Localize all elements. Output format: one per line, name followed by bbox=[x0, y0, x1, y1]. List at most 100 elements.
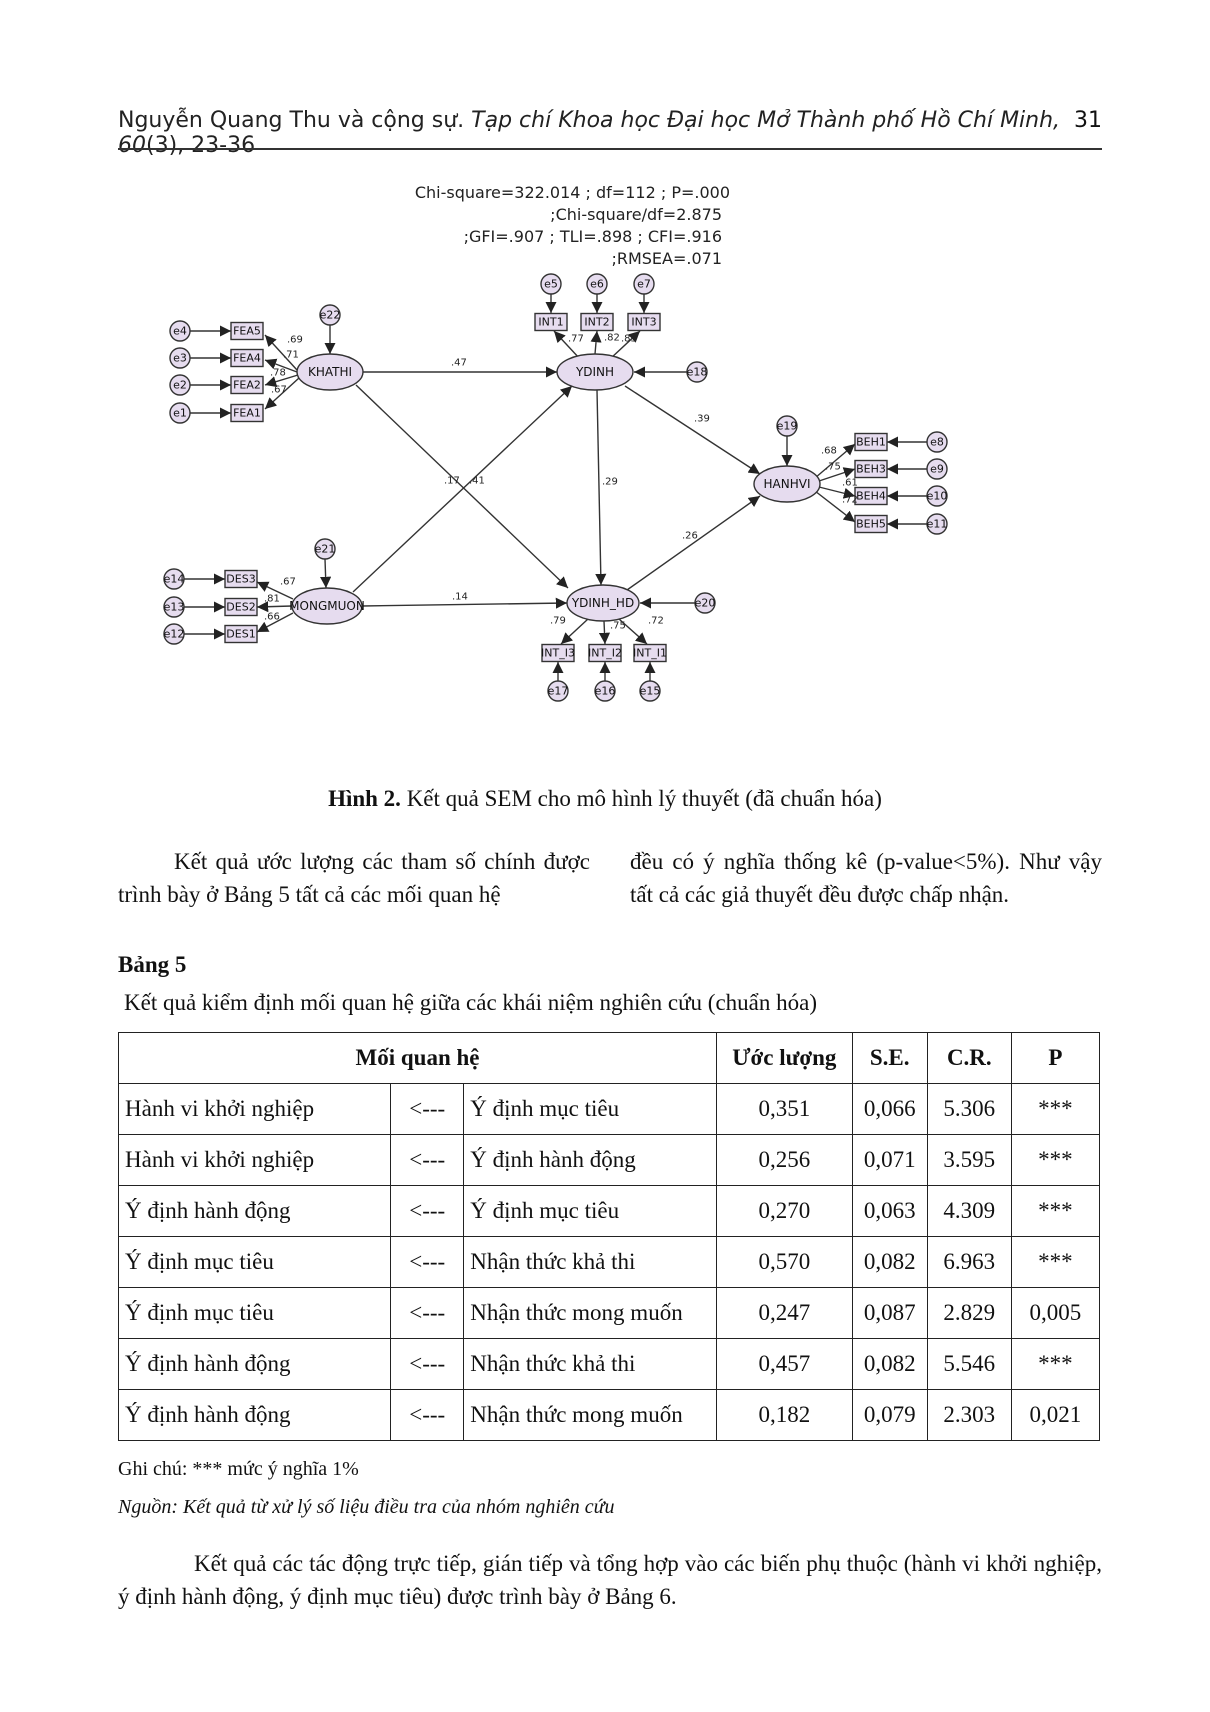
table-cell-cr: 2.303 bbox=[926, 1389, 1012, 1441]
table-cell-arrow: <--- bbox=[390, 1287, 465, 1339]
table-label: Bảng 5 bbox=[118, 952, 187, 977]
latent-label-hanhvi: HANHVI bbox=[764, 477, 811, 491]
coef-des3: .67 bbox=[280, 577, 296, 588]
table-cell-estimate: 0,351 bbox=[716, 1083, 853, 1135]
coef-khathi-ydinh: .47 bbox=[451, 358, 467, 369]
coef-fea1: .67 bbox=[271, 385, 287, 396]
indicator-label-fea2: FEA2 bbox=[233, 379, 261, 392]
header-journal: Tạp chí Khoa học Đại học Mở Thành phố Hồ… bbox=[118, 108, 1061, 158]
indicator-label-fea5: FEA5 bbox=[233, 325, 261, 338]
indicator-label-int1: INT1 bbox=[538, 316, 563, 329]
loading-int1 bbox=[553, 330, 581, 360]
header-authors: Nguyễn Quang Thu và cộng sự. bbox=[118, 108, 465, 133]
coef-int-i1: .72 bbox=[648, 616, 664, 627]
error-label-e5: e5 bbox=[544, 278, 558, 291]
fit-line-4: ;RMSEA=.071 bbox=[611, 249, 722, 268]
coef-mongmuon-ydinh: .41 bbox=[469, 476, 485, 487]
table-cell-dependent: Ý định mục tiêu bbox=[117, 1287, 392, 1339]
error-e17 bbox=[547, 680, 569, 702]
error-e7 bbox=[633, 273, 655, 295]
coef-ydinhhd-hanhvi: .26 bbox=[682, 531, 698, 542]
indicator-label-fea4: FEA4 bbox=[233, 352, 261, 365]
table-cell-dependent: Ý định mục tiêu bbox=[117, 1236, 392, 1288]
header-se: S.E. bbox=[851, 1032, 928, 1084]
table-cell-cr: 3.595 bbox=[926, 1134, 1012, 1186]
error-label-e20: e20 bbox=[695, 597, 716, 610]
table-title: Kết quả kiểm định mối quan hệ giữa các k… bbox=[124, 990, 817, 1015]
loading-beh4 bbox=[818, 486, 856, 499]
body-text-left: Kết quả ước lượng các tham số chính được… bbox=[118, 849, 590, 907]
error-e15 bbox=[639, 680, 661, 702]
header-estimate: Ước lượng bbox=[716, 1032, 853, 1084]
table-cell-estimate: 0,247 bbox=[716, 1287, 853, 1339]
coef-ydinh-hanhvi: .39 bbox=[694, 414, 710, 425]
results-table: Mối quan hệ Ước lượng S.E. C.R. P Hành v… bbox=[117, 1032, 1101, 1441]
error-label-e19: e19 bbox=[777, 420, 798, 433]
figure-label: Hình 2. bbox=[328, 786, 401, 811]
path-mongmuon-ydinhhd bbox=[361, 597, 568, 609]
indicator-beh1 bbox=[854, 432, 888, 452]
table-cell-se: 0,082 bbox=[851, 1338, 928, 1390]
table-cell-se: 0,079 bbox=[851, 1389, 928, 1441]
indicator-beh4 bbox=[854, 486, 888, 506]
indicator-int1 bbox=[534, 312, 568, 332]
error-e21-arrow bbox=[320, 558, 332, 589]
error-label-e4: e4 bbox=[173, 325, 187, 338]
latent-label-mongmuon: MONGMUON bbox=[289, 599, 365, 613]
latent-label-ydinh-hd: YDINH_HD bbox=[571, 596, 634, 610]
indicator-des3 bbox=[224, 569, 258, 589]
latent-label-khathi: KHATHI bbox=[308, 365, 352, 379]
loading-beh5 bbox=[814, 490, 856, 523]
indicator-des2 bbox=[224, 597, 258, 617]
table-cell-independent: Ý định mục tiêu bbox=[463, 1185, 718, 1237]
table-cell-estimate: 0,457 bbox=[716, 1338, 853, 1390]
indicator-label-beh5: BEH5 bbox=[856, 518, 886, 531]
error-e13 bbox=[163, 596, 185, 618]
indicator-label-int3: INT3 bbox=[631, 316, 656, 329]
latent-label-ydinh: YDINH bbox=[575, 365, 614, 379]
indicator-int-i1 bbox=[633, 643, 667, 663]
sem-diagram: Chi-square=322.014 ; df=112 ; P=.000 ;Ch… bbox=[163, 183, 948, 702]
error-label-e7: e7 bbox=[637, 278, 651, 291]
error-label-e16: e16 bbox=[595, 685, 616, 698]
table-cell-independent: Nhận thức mong muốn bbox=[463, 1287, 718, 1339]
path-ydinhhd-hanhvi bbox=[626, 495, 761, 591]
coef-int2: .82 bbox=[604, 333, 620, 344]
table-cell-independent: Nhận thức khả thi bbox=[463, 1338, 718, 1390]
coef-beh5: .72 bbox=[842, 495, 858, 506]
error-label-e21: e21 bbox=[315, 543, 336, 556]
error-e4 bbox=[169, 320, 191, 342]
fit-statistics: Chi-square=322.014 ; df=112 ; P=.000 ;Ch… bbox=[415, 183, 730, 268]
error-label-e22: e22 bbox=[320, 309, 341, 322]
coef-beh4: .61 bbox=[842, 478, 858, 489]
body-text-right: đều có ý nghĩa thống kê (p-value<5%). Nh… bbox=[630, 849, 1102, 907]
error-e11 bbox=[926, 513, 948, 535]
path-ydinh-hanhvi bbox=[624, 385, 761, 475]
table-cell-se: 0,066 bbox=[851, 1083, 928, 1135]
indicator-label-beh1: BEH1 bbox=[856, 436, 886, 449]
table-cell-independent: Nhận thức mong muốn bbox=[463, 1389, 718, 1441]
latent-mongmuon bbox=[291, 587, 363, 625]
table-cell-estimate: 0,182 bbox=[716, 1389, 853, 1441]
indicator-fea5 bbox=[230, 321, 264, 341]
loading-des3 bbox=[256, 581, 294, 600]
error-label-e2: e2 bbox=[173, 379, 187, 392]
indicator-fea1 bbox=[230, 403, 264, 423]
error-e10 bbox=[926, 485, 948, 507]
error-label-e18: e18 bbox=[687, 366, 708, 379]
error-label-e8: e8 bbox=[930, 436, 944, 449]
coef-fea4: .71 bbox=[283, 350, 299, 361]
table-cell-cr: 5.306 bbox=[926, 1083, 1012, 1135]
error-e6 bbox=[586, 273, 608, 295]
loading-int_i1 bbox=[618, 618, 648, 645]
loading-int_i3 bbox=[560, 618, 589, 645]
coef-fea2: .78 bbox=[270, 368, 286, 379]
table-cell-arrow: <--- bbox=[390, 1236, 465, 1288]
table-cell-arrow: <--- bbox=[390, 1083, 465, 1135]
table-source: Nguồn: Kết quả từ xử lý số liệu điều tra… bbox=[118, 1496, 615, 1518]
latent-ydinh bbox=[556, 353, 634, 391]
loading-fea5 bbox=[264, 334, 298, 371]
table-cell-dependent: Hành vi khởi nghiệp bbox=[117, 1134, 392, 1186]
